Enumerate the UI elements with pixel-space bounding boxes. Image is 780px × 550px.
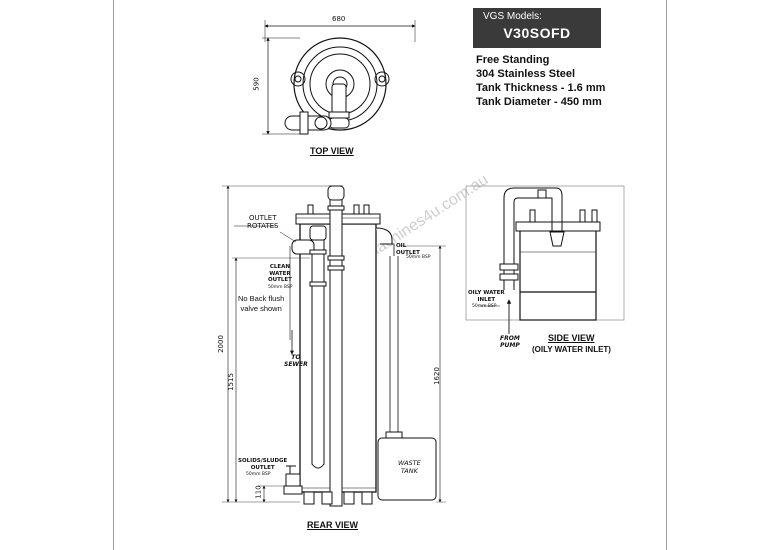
side-view-subtitle: (OILY WATER INLET) xyxy=(532,345,611,354)
clean-water-size-label: 50mm BSP xyxy=(268,285,293,290)
rear-dim-1515: 1515 xyxy=(226,373,235,391)
side-view-drawing xyxy=(465,185,625,334)
rear-dim-110: 110 xyxy=(254,485,263,499)
model-box: VGS Models: V30SOFD xyxy=(473,8,601,48)
waste-tank-label: WASTE TANK xyxy=(398,459,421,475)
top-view-title: TOP VIEW xyxy=(310,146,354,156)
spec-item: Tank Diameter - 450 mm xyxy=(476,96,602,108)
left-frame-line xyxy=(113,0,114,550)
rear-dim-1620: 1620 xyxy=(432,367,441,385)
spec-item: Tank Thickness - 1.6 mm xyxy=(476,82,606,94)
rear-view-title: REAR VIEW xyxy=(307,520,359,530)
top-dim-height: 590 xyxy=(252,77,261,91)
oil-outlet-size-label: 50mm BSP xyxy=(406,255,431,260)
oily-water-inlet-label: OILY WATER INLET xyxy=(468,290,505,303)
to-sewer-label: TO SEWER xyxy=(284,354,308,368)
spec-item: Free Standing xyxy=(476,54,550,66)
right-frame-line xyxy=(666,0,667,550)
solids-outlet-size-label: 50mm BSP xyxy=(246,472,271,477)
spec-list: Free Standing 304 Stainless Steel Tank T… xyxy=(476,53,605,109)
solids-outlet-label: SOLIDS/SLUDGE OUTLET xyxy=(238,458,288,471)
from-pump-label: FROM PUMP xyxy=(500,335,520,349)
clean-water-outlet-label: CLEAN WATER OUTLET xyxy=(268,264,292,283)
oil-outlet-label: OIL OUTLET xyxy=(396,243,420,256)
top-dim-width: 680 xyxy=(332,15,346,23)
oily-water-size-label: 50mm BSP xyxy=(472,304,497,309)
spec-item: 304 Stainless Steel xyxy=(476,68,576,80)
side-view-title: SIDE VIEW xyxy=(548,333,595,343)
outlet-rotates-label: OUTLET ROTATES xyxy=(247,214,279,230)
rear-view-drawing xyxy=(222,185,446,507)
rear-dim-2000: 2000 xyxy=(216,335,225,353)
top-view-drawing xyxy=(262,20,416,135)
model-label: VGS Models: xyxy=(483,11,542,22)
no-backflush-note: No Back flush valve shown xyxy=(238,294,285,313)
model-name: V30SOFD xyxy=(503,25,571,41)
